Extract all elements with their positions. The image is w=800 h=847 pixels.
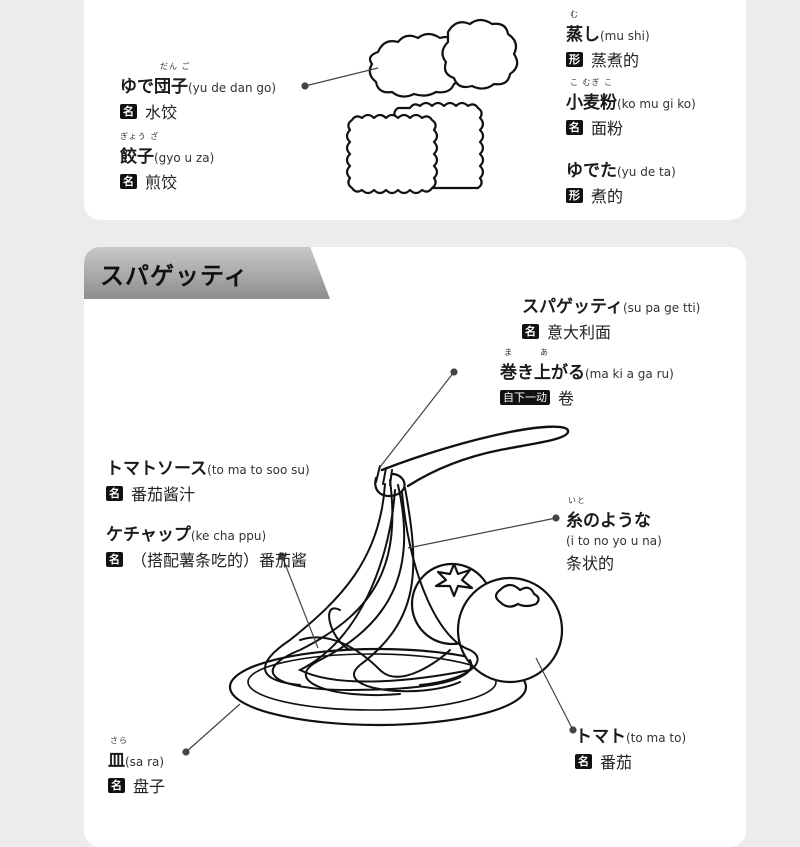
- term-itonoyouna: いと 糸のような (i to no yo u na) 条状的: [566, 496, 662, 574]
- term-yudedango: だん ご ゆで団子(yu de dan go) 名水饺: [120, 62, 276, 123]
- romaji: (ke cha ppu): [190, 529, 267, 543]
- gloss: 水饺: [145, 103, 178, 122]
- gloss: 意大利面: [547, 323, 612, 342]
- pos-badge: 名: [575, 753, 592, 769]
- term-word: トマト: [575, 727, 626, 747]
- romaji: (to ma to soo su): [207, 463, 310, 477]
- furigana: いと: [568, 496, 586, 505]
- furigana: ま あ: [504, 348, 549, 357]
- romaji: (gyo u za): [154, 151, 215, 165]
- furigana: む: [570, 10, 579, 19]
- pos-badge: 形: [566, 187, 583, 203]
- gloss: 盘子: [133, 777, 166, 796]
- pos-badge: 名: [120, 173, 137, 189]
- furigana: だん ご: [160, 62, 191, 71]
- pos-badge: 名: [566, 119, 583, 135]
- pos-badge: 形: [566, 51, 583, 67]
- gloss: 番茄: [600, 753, 633, 772]
- furigana: さら: [110, 736, 128, 745]
- term-komugiko: こ むぎ こ 小麦粉(ko mu gi ko) 名面粉: [566, 78, 696, 139]
- gloss: 面粉: [591, 119, 624, 138]
- gloss: 煮的: [591, 187, 624, 206]
- term-word: 巻き上がる: [500, 363, 585, 383]
- pos-badge: 名: [106, 485, 123, 501]
- illustration: [182, 18, 577, 756]
- romaji: (sa ra): [125, 755, 165, 769]
- pos-badge: 名: [108, 777, 125, 793]
- gloss: 卷: [558, 389, 575, 408]
- gyoza-illustration-2: [345, 113, 439, 195]
- furigana: ぎょう ざ: [120, 132, 160, 141]
- term-sara: さら 皿(sa ra) 名盘子: [108, 736, 165, 797]
- pos-badge: 名: [120, 103, 137, 119]
- term-word: ゆで団子: [120, 77, 188, 97]
- section-title: スパゲッティ: [100, 262, 249, 290]
- romaji: (ko mu gi ko): [617, 97, 696, 111]
- term-mushi: む 蒸し(mu shi) 形蒸煮的: [566, 10, 650, 71]
- dumpling-illustration: [368, 32, 464, 98]
- fork-illustration: [380, 425, 570, 488]
- romaji: (yu de dan go): [188, 81, 277, 95]
- gloss: 番茄酱汁: [131, 485, 196, 504]
- term-tomato: トマト(to ma to) 名番茄: [575, 712, 686, 773]
- romaji: (i to no yo u na): [566, 534, 662, 548]
- term-word: 蒸し: [566, 25, 600, 45]
- term-word: 糸のような: [566, 511, 651, 531]
- term-word: 小麦粉: [566, 93, 617, 113]
- term-word: ケチャップ: [106, 525, 191, 545]
- furigana: こ むぎ こ: [570, 78, 614, 87]
- section-title-tab: スパゲッティ: [84, 247, 330, 299]
- dumpling-illustration-2: [441, 18, 519, 90]
- gloss: 煎饺: [145, 173, 178, 192]
- furigana: [566, 146, 676, 156]
- spaghetti-strands: [271, 479, 473, 692]
- term-spaghetti: スパゲッティ(su pa ge tti) 名意大利面: [522, 282, 700, 343]
- term-word: スパゲッティ: [522, 297, 623, 317]
- term-tomatosoosu: トマトソース(to ma to soo su) 名番茄酱汁: [106, 444, 310, 505]
- term-word: 皿: [108, 751, 125, 771]
- romaji: (mu shi): [600, 29, 650, 43]
- pos-badge: 自下一动: [500, 389, 550, 405]
- gloss: 条状的: [566, 554, 615, 573]
- pos-badge: 名: [522, 323, 539, 339]
- term-kechappu: ケチャップ(ke cha ppu) 名 （搭配薯条吃的）番茄酱: [106, 510, 307, 571]
- term-yudeta: ゆでた(yu de ta) 形煮的: [566, 146, 676, 207]
- romaji: (su pa ge tti): [622, 301, 701, 315]
- gloss: 蒸煮的: [591, 51, 640, 70]
- romaji: (yu de ta): [617, 165, 676, 179]
- term-word: トマトソース: [106, 459, 208, 479]
- term-word: ゆでた: [566, 161, 617, 181]
- term-makiagaru: ま あ 巻き上がる(ma ki a ga ru) 自下一动卷: [500, 348, 674, 409]
- romaji: (ma ki a ga ru): [585, 367, 674, 381]
- term-gyouza: ぎょう ざ 餃子(gyo u za) 名煎饺: [120, 132, 214, 193]
- gloss: （搭配薯条吃的）番茄酱: [131, 551, 308, 570]
- pos-badge: 名: [106, 551, 123, 567]
- term-word: 餃子: [120, 147, 154, 167]
- romaji: (to ma to): [626, 731, 687, 745]
